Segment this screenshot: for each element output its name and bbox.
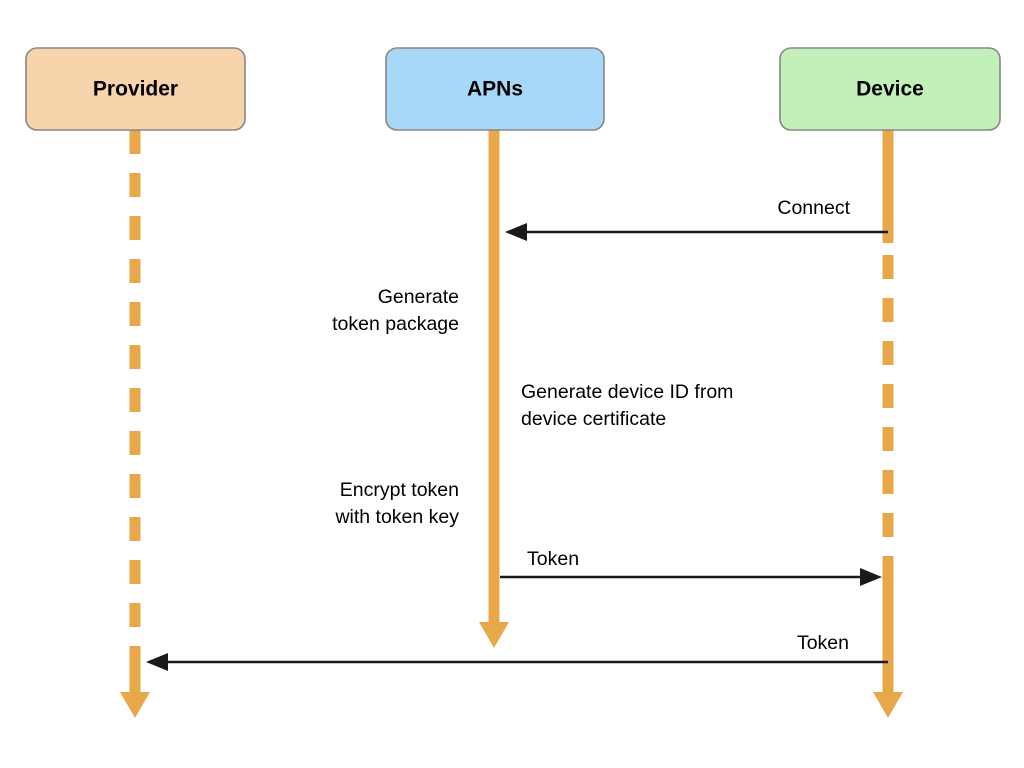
message-label-token-to-device: Token	[527, 548, 579, 570]
actor-label-apns: APNs	[467, 78, 523, 101]
message-arrowhead-connect	[505, 223, 527, 241]
message-token-to-device[interactable]: Token	[500, 548, 882, 586]
note-generate-token-package: Generate token package	[332, 286, 459, 335]
actors-layer: Provider APNs Device	[25, 47, 1001, 131]
lifeline-apns	[479, 130, 509, 648]
actor-apns[interactable]: APNs	[385, 47, 605, 131]
actor-label-provider: Provider	[93, 78, 178, 101]
lifelines-layer	[120, 130, 903, 718]
actor-provider[interactable]: Provider	[25, 47, 246, 131]
note-encrypt-token: Encrypt token with token key	[334, 479, 459, 528]
note-line-generate-device-id-0: Generate device ID from	[521, 381, 733, 403]
message-connect[interactable]: Connect	[505, 197, 888, 241]
message-arrowhead-token-to-device	[860, 568, 882, 586]
actor-label-device: Device	[856, 78, 924, 101]
actor-box-provider[interactable]	[25, 47, 246, 131]
lifeline-end-arrow-apns	[479, 622, 509, 648]
lifeline-end-arrow-provider	[120, 692, 150, 718]
note-line-encrypt-token-1: with token key	[334, 506, 459, 528]
note-line-generate-device-id-1: device certificate	[521, 408, 666, 430]
message-label-connect: Connect	[777, 197, 850, 219]
note-line-generate-token-package-0: Generate	[378, 286, 459, 308]
actor-box-apns[interactable]	[385, 47, 605, 131]
lifeline-provider	[120, 130, 150, 718]
actor-device[interactable]: Device	[779, 47, 1001, 131]
lifeline-end-arrow-device	[873, 692, 903, 718]
note-line-encrypt-token-0: Encrypt token	[340, 479, 459, 501]
note-generate-device-id: Generate device ID from device certificat…	[521, 381, 733, 430]
message-arrowhead-token-to-provider	[146, 653, 168, 671]
note-line-generate-token-package-1: token package	[332, 313, 459, 335]
actor-box-device[interactable]	[779, 47, 1001, 131]
lifeline-device	[873, 130, 903, 718]
message-token-to-provider[interactable]: Token	[146, 632, 888, 671]
message-label-token-to-provider: Token	[797, 632, 849, 654]
